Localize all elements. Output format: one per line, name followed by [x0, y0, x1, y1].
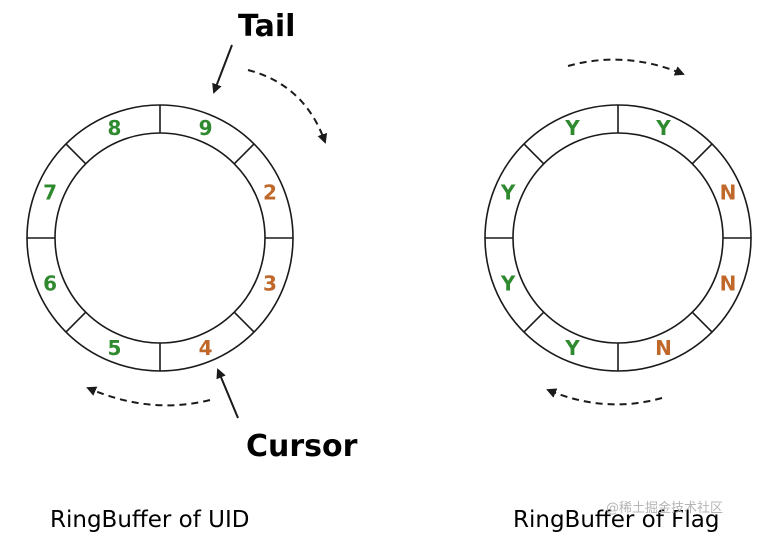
- uid-slot-label: 7: [43, 180, 57, 204]
- flag-top-dashed-arrow: [567, 58, 685, 76]
- uid-slot-divider: [65, 311, 87, 333]
- uid-slot-divider: [65, 143, 87, 165]
- uid-clockwise-dashed-arrow: [247, 69, 328, 144]
- flag-slot-label: Y: [655, 116, 671, 140]
- flag-slot-divider: [691, 143, 713, 165]
- uid-slot-label: 6: [43, 272, 57, 296]
- flag-bottom-dashed-arrow: [546, 388, 663, 406]
- uid-ring: 9 2 3 4 5 6 7 8: [26, 104, 294, 372]
- cursor-pointer-arrow: [216, 368, 239, 419]
- uid-ring-inner: [54, 132, 266, 344]
- flag-ring-caption: RingBuffer of Flag: [513, 507, 719, 533]
- uid-counter-clockwise-dashed-arrow: [86, 386, 211, 407]
- tail-pointer-arrow: [212, 44, 233, 94]
- uid-slot-label: 8: [107, 116, 121, 140]
- flag-slot-label: Y: [500, 272, 516, 296]
- uid-slot-divider: [233, 143, 255, 165]
- flag-ring: Y N N N Y Y Y Y: [484, 104, 752, 372]
- flag-slot-label: Y: [564, 116, 580, 140]
- flag-slot-divider: [523, 311, 545, 333]
- uid-ring-slots: 9 2 3 4 5 6 7 8: [43, 116, 277, 360]
- flag-slot-label: N: [720, 272, 737, 296]
- flag-ring-dividers: [485, 105, 751, 371]
- uid-slot-divider: [233, 311, 255, 333]
- flag-slot-divider: [523, 143, 545, 165]
- uid-ring-dividers: [27, 105, 293, 371]
- flag-slot-label: N: [655, 336, 672, 360]
- flag-ring-slots: Y N N N Y Y Y Y: [500, 116, 737, 360]
- uid-slot-label: 3: [263, 272, 277, 296]
- tail-label: Tail: [238, 9, 295, 44]
- flag-slot-label: Y: [500, 180, 516, 204]
- uid-slot-label: 2: [263, 180, 277, 204]
- watermark-text: @稀土掘金技术社区: [606, 500, 723, 516]
- flag-slot-label: Y: [564, 336, 580, 360]
- flag-slot-divider: [691, 311, 713, 333]
- uid-ring-caption: RingBuffer of UID: [50, 507, 249, 533]
- flag-ring-inner: [512, 132, 724, 344]
- uid-slot-label: 9: [199, 116, 213, 140]
- cursor-label: Cursor: [246, 429, 358, 464]
- uid-slot-label: 4: [199, 336, 213, 360]
- flag-slot-label: N: [720, 180, 737, 204]
- uid-slot-label: 5: [107, 336, 121, 360]
